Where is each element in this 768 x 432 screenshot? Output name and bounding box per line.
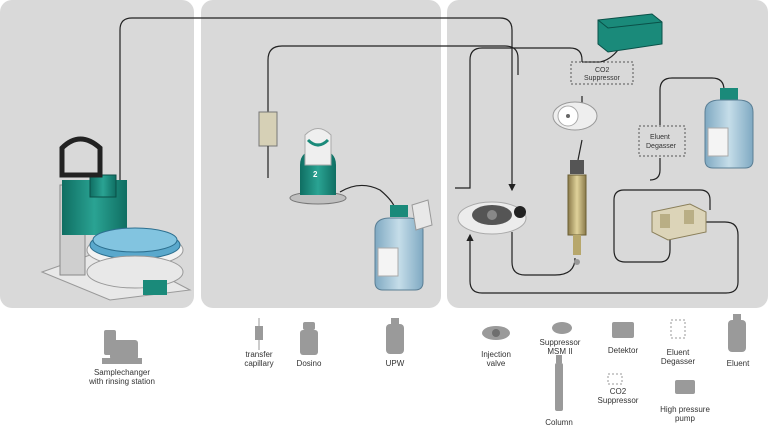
suppressor-msm	[552, 101, 598, 131]
legend-detektor: Detektor	[608, 346, 639, 355]
capillary-icon	[255, 318, 263, 350]
flow-lines	[119, 17, 739, 294]
detector-icon	[612, 322, 634, 338]
legend-valve-line2: valve	[487, 359, 506, 368]
legend-upw: UPW	[386, 359, 405, 368]
eluent-degasser: Eluent Degasser	[638, 125, 686, 157]
legend-icons	[102, 314, 746, 411]
legend-co2-line1: CO2	[610, 387, 627, 396]
legend-samplechanger-line2: with rinsing station	[88, 377, 155, 386]
legend-degasser-line2: Degasser	[661, 357, 696, 366]
injection-valve	[457, 201, 527, 235]
legend-suppressor-line2: MSM II	[547, 347, 572, 356]
eluent-bottle-icon	[728, 314, 746, 352]
upw-bottle	[374, 199, 433, 291]
legend-samplechanger-line1: Samplechanger	[94, 368, 150, 377]
dosino-icon	[300, 322, 318, 355]
legend-pump-line2: pump	[675, 414, 696, 423]
legend-valve-line1: Injection	[481, 350, 511, 359]
co2-suppressor-label-bottom: Suppressor	[584, 75, 620, 82]
co2-suppressor-icon	[607, 373, 623, 385]
degasser-icon	[670, 319, 686, 339]
eluent-bottle	[704, 88, 754, 169]
eluent-degasser-label-top: Eluent	[650, 134, 670, 141]
legend-co2-line2: Suppressor	[598, 396, 639, 405]
dosino: 2	[289, 128, 347, 205]
legend-eluent: Eluent	[727, 359, 750, 368]
high-pressure-pump	[651, 203, 707, 241]
transfer-capillary	[258, 98, 278, 160]
suppressor-icon	[552, 322, 572, 334]
eluent-degasser-label-bottom: Degasser	[646, 143, 677, 150]
column	[567, 160, 587, 265]
column-icon	[555, 355, 563, 411]
legend-column: Column	[545, 418, 573, 427]
samplechanger	[40, 136, 192, 301]
dosino-number: 2	[313, 170, 318, 179]
co2-suppressor: CO2 Suppressor	[570, 61, 634, 85]
legend-dosino: Dosino	[297, 359, 322, 368]
upw-bottle-icon	[386, 318, 404, 354]
legend-pump-line1: High pressure	[660, 405, 710, 414]
legend-suppressor-line1: Suppressor	[540, 338, 581, 347]
legend-labels: Samplechanger with rinsing station trans…	[88, 338, 750, 427]
pump-icon	[675, 380, 695, 394]
samplechanger-icon	[102, 330, 142, 364]
legend-degasser-line1: Eluent	[667, 348, 690, 357]
detector	[597, 13, 663, 53]
valve-icon	[482, 326, 510, 340]
legend-capillary-line2: capillary	[244, 359, 273, 368]
co2-suppressor-label-top: CO2	[595, 67, 610, 74]
legend-capillary-line1: transfer	[245, 350, 272, 359]
